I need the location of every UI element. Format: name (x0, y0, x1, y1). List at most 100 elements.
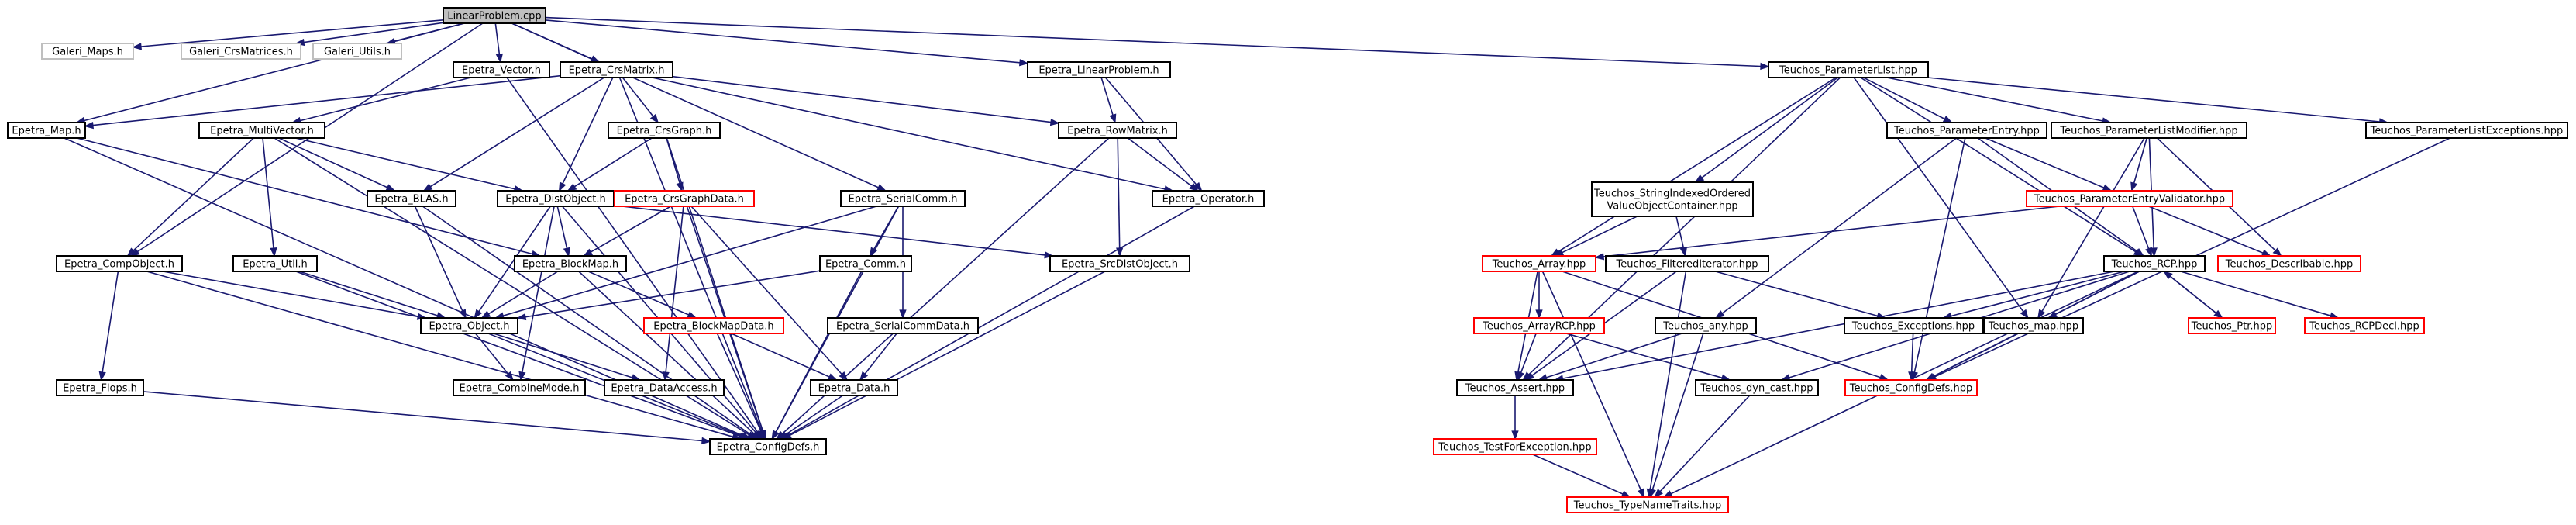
node-epetra-vector-h[interactable]: Epetra_Vector.h (453, 61, 550, 78)
node-teuchos-ptr-hpp[interactable]: Teuchos_Ptr.hpp (2188, 317, 2276, 334)
node-teuchos-parameterlist-hpp[interactable]: Teuchos_ParameterList.hpp (1768, 61, 1929, 78)
edge-line (163, 271, 418, 318)
edge-Teuchos_any_hpp-to-Teuchos_TypeNameTraits_hpp (1649, 333, 1704, 499)
node-teuchos-parameterlistexceptions-hpp[interactable]: Teuchos_ParameterListExceptions.hpp (2365, 122, 2568, 139)
edge-line (573, 137, 653, 188)
node-box (1027, 61, 1171, 78)
node-teuchos-any-hpp[interactable]: Teuchos_any.hpp (1655, 317, 1757, 334)
node-label: Teuchos_TypeNameTraits.hpp (1573, 500, 1722, 512)
node-epetra-serialcomm-h[interactable]: Epetra_SerialComm.h (840, 190, 966, 207)
edge-Teuchos_Assert_hpp-to-Teuchos_TestForException_hpp (1511, 395, 1519, 440)
node-label: Epetra_CompObject.h (64, 259, 174, 271)
node-label: Teuchos_ParameterEntry.hpp (1893, 126, 2040, 137)
node-box (56, 379, 144, 396)
node-box (1844, 317, 1983, 334)
edge-arrowhead (1694, 174, 1705, 184)
edge-line (2180, 271, 2331, 316)
node-epetra-srcdistobject-h[interactable]: Epetra_SrcDistObject.h (1049, 255, 1190, 272)
edge-arrowhead (1715, 309, 1725, 319)
node-teuchos-testforexception-hpp[interactable]: Teuchos_TestForException.hpp (1433, 438, 1597, 455)
node-epetra-blockmapdata-h[interactable]: Epetra_BlockMapData.h (643, 317, 784, 334)
edge-Epetra_CrsMatrix_h-to-Epetra_CrsGraph_h (622, 77, 659, 124)
node-epetra-rowmatrix-h[interactable]: Epetra_RowMatrix.h (1058, 122, 1177, 139)
edge-line (1565, 333, 1723, 379)
edge-Teuchos_ParameterListModifier_hpp-to-Teuchos_map_hpp (2037, 137, 2145, 319)
node-teuchos-assert-hpp[interactable]: Teuchos_Assert.hpp (1456, 379, 1574, 396)
node-teuchos-stringindexedorderedvalueobjectcontainer-hpp[interactable]: Teuchos_StringIndexedOrderedValueObjectC… (1591, 181, 1754, 217)
node-epetra-compobject-h[interactable]: Epetra_CompObject.h (56, 255, 183, 272)
edge-arrowhead (1637, 488, 1645, 499)
node-epetra-map-h[interactable]: Epetra_Map.h (7, 122, 86, 139)
edge-Epetra_CrsMatrix_h-to-Epetra_DistObject_h (558, 77, 614, 192)
node-label: Epetra_ConfigDefs.h (717, 442, 820, 454)
edge-arrowhead (1908, 371, 1916, 382)
edge-arrowhead (1679, 247, 1687, 257)
edge-line (788, 206, 1195, 436)
edge-line (578, 271, 755, 434)
edge-line (613, 204, 1045, 256)
edge-line (1649, 271, 1687, 490)
edge-arrowhead (1517, 371, 1525, 382)
node-epetra-crsmatrix-h[interactable]: Epetra_CrsMatrix.h (560, 61, 673, 78)
node-epetra-distobject-h[interactable]: Epetra_DistObject.h (497, 190, 615, 207)
node-epetra-multivector-h[interactable]: Epetra_MultiVector.h (198, 122, 325, 139)
node-epetra-dataaccess-h[interactable]: Epetra_DataAccess.h (604, 379, 725, 396)
node-teuchos-parameterentry-hpp[interactable]: Teuchos_ParameterEntry.hpp (1886, 122, 2047, 139)
node-box (1566, 496, 1729, 513)
node-epetra-linearproblem-h[interactable]: Epetra_LinearProblem.h (1027, 61, 1171, 78)
edge-line (587, 271, 690, 316)
edge-arrowhead (1193, 181, 1203, 192)
node-teuchos-array-hpp[interactable]: Teuchos_Array.hpp (1482, 255, 1596, 272)
node-teuchos-configdefs-hpp[interactable]: Teuchos_ConfigDefs.hpp (1844, 379, 1978, 396)
edge-line (1913, 137, 1966, 373)
node-teuchos-typenametraits-hpp[interactable]: Teuchos_TypeNameTraits.hpp (1566, 496, 1729, 513)
edge-arrowhead (1109, 113, 1117, 124)
node-box (1655, 317, 1757, 334)
node-box (56, 255, 183, 272)
node-linearproblem-cpp: LinearProblem.cpp (443, 7, 546, 24)
node-epetra-configdefs-h[interactable]: Epetra_ConfigDefs.h (709, 438, 827, 455)
node-epetra-object-h[interactable]: Epetra_Object.h (420, 317, 518, 334)
node-label: Epetra_CrsGraphData.h (625, 194, 744, 206)
edge-Teuchos_Exceptions_hpp-to-Teuchos_ConfigDefs_hpp (1908, 333, 1916, 382)
node-epetra-serialcommdata-h[interactable]: Epetra_SerialCommData.h (827, 317, 979, 334)
node-box (827, 317, 979, 334)
node-label: Teuchos_RCP.hpp (2111, 259, 2198, 271)
node-box (1433, 438, 1597, 455)
node-teuchos-arrayrcp-hpp[interactable]: Teuchos_ArrayRCP.hpp (1473, 317, 1605, 334)
edge-Teuchos_ParameterEntry_hpp-to-Teuchos_ConfigDefs_hpp (1910, 137, 1966, 382)
node-epetra-blockmap-h[interactable]: Epetra_BlockMap.h (514, 255, 627, 272)
node-epetra-crsgraphdata-h[interactable]: Epetra_CrsGraphData.h (614, 190, 755, 207)
edge-Epetra_Object_h-to-Epetra_DataAccess_h (493, 333, 642, 382)
edge-Teuchos_Array_hpp-to-Teuchos_TypeNameTraits_hpp (1541, 271, 1645, 499)
edge-arrowhead (567, 183, 577, 192)
node-epetra-operator-h[interactable]: Epetra_Operator.h (1152, 190, 1265, 207)
node-epetra-blas-h[interactable]: Epetra_BLAS.h (367, 190, 456, 207)
node-epetra-data-h[interactable]: Epetra_Data.h (810, 379, 898, 396)
node-box (1456, 379, 1574, 396)
node-teuchos-parameterentryvalidator-hpp[interactable]: Teuchos_ParameterEntryValidator.hpp (2026, 190, 2233, 207)
node-box (1058, 122, 1177, 139)
node-teuchos-filterediterator-hpp[interactable]: Teuchos_FilteredIterator.hpp (1605, 255, 1769, 272)
edge-line (84, 22, 465, 122)
node-teuchos-parameterlistmodifier-hpp[interactable]: Teuchos_ParameterListModifier.hpp (2051, 122, 2247, 139)
node-epetra-flops-h[interactable]: Epetra_Flops.h (56, 379, 144, 396)
node-teuchos-rcpdecl-hpp[interactable]: Teuchos_RCPDecl.hpp (2304, 317, 2425, 334)
edge-LinearProblem_cpp-to-Epetra_SerialComm_h (511, 22, 887, 192)
node-teuchos-map-hpp[interactable]: Teuchos_map.hpp (1983, 317, 2084, 334)
node-epetra-combinemode-h[interactable]: Epetra_CombineMode.h (453, 379, 586, 396)
node-epetra-comm-h[interactable]: Epetra_Comm.h (819, 255, 912, 272)
node-epetra-crsgraph-h[interactable]: Epetra_CrsGraph.h (608, 122, 721, 139)
node-epetra-util-h[interactable]: Epetra_Util.h (232, 255, 318, 272)
edge-Teuchos_map_hpp-to-Teuchos_ConfigDefs_hpp (1925, 333, 2019, 381)
edge-line (146, 271, 734, 438)
node-teuchos-dyn-cast-hpp[interactable]: Teuchos_dyn_cast.hpp (1695, 379, 1819, 396)
node-teuchos-describable-hpp[interactable]: Teuchos_Describable.hpp (2217, 255, 2361, 272)
edge-arrowhead (516, 313, 527, 321)
node-teuchos-exceptions-hpp[interactable]: Teuchos_Exceptions.hpp (1844, 317, 1983, 334)
node-teuchos-rcp-hpp[interactable]: Teuchos_RCP.hpp (2103, 255, 2206, 272)
edge-arrowhead (687, 311, 697, 319)
edge-arrowhead (1524, 372, 1535, 381)
edge-arrowhead (2261, 249, 2272, 257)
node-label: Galeri_Utils.h (324, 47, 391, 58)
